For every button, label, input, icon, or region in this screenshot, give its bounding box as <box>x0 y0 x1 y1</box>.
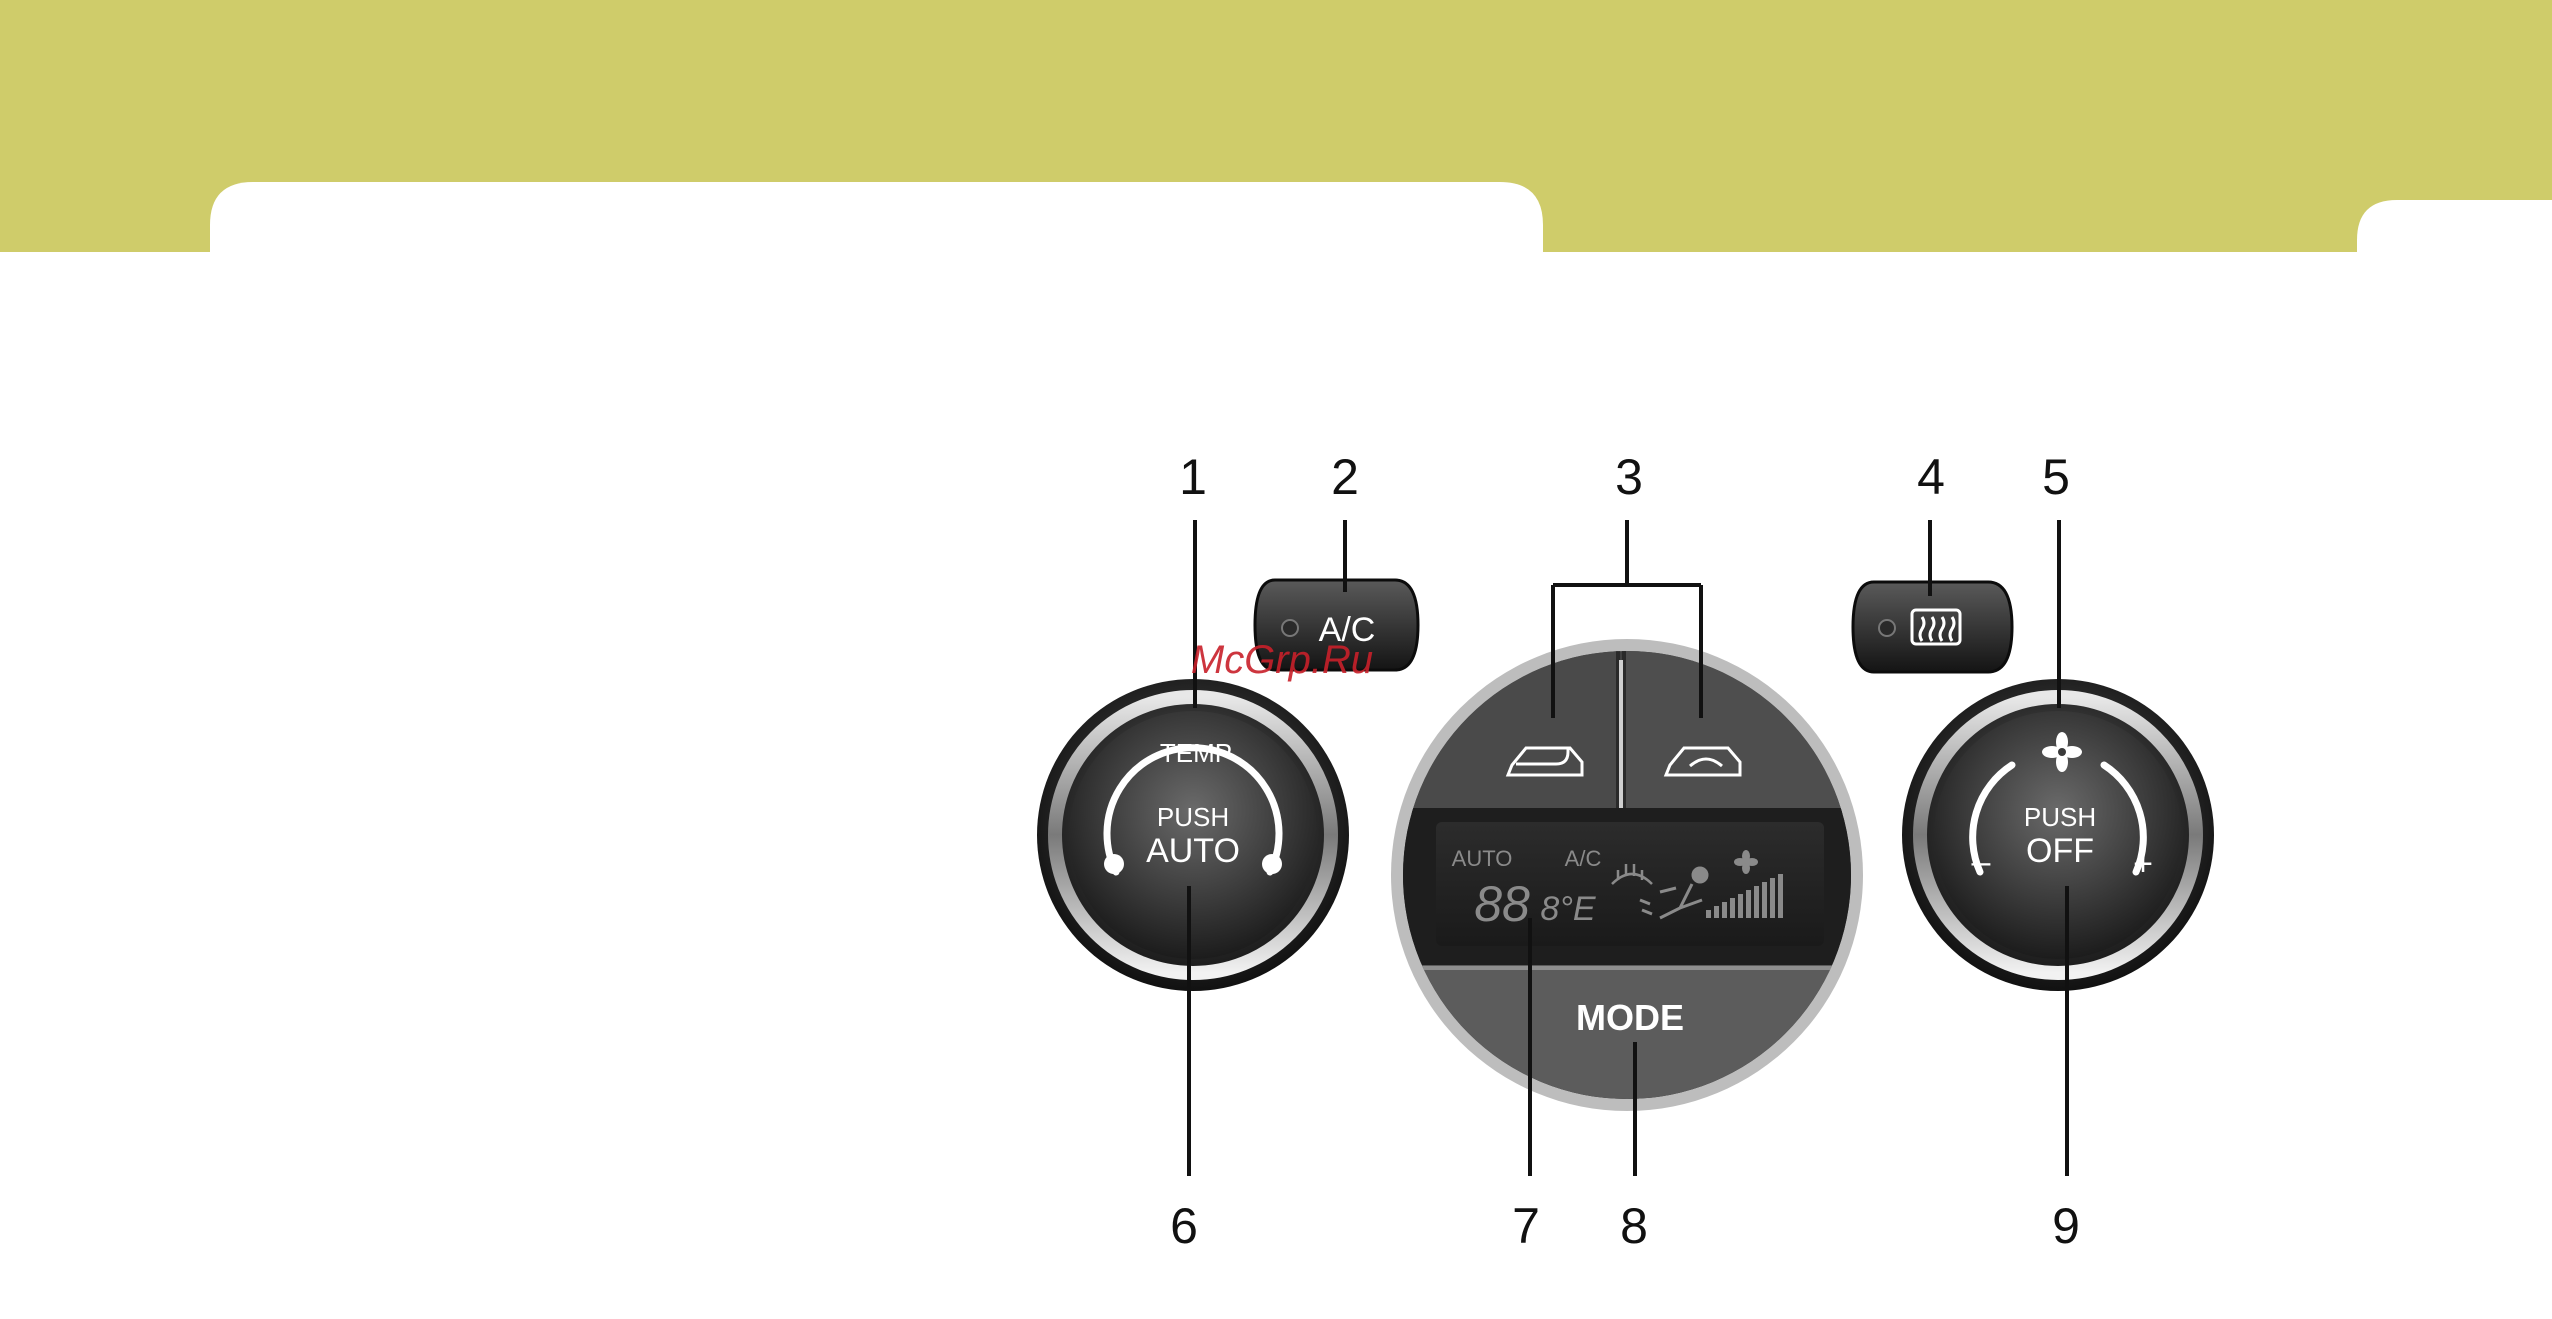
callout-3: 3 <box>1615 449 1643 505</box>
recirculation-button[interactable] <box>1624 640 1850 812</box>
defrost-indicator-led <box>1879 620 1895 636</box>
callout-4: 4 <box>1917 449 1945 505</box>
ac-indicator-led <box>1282 620 1298 636</box>
callout-2: 2 <box>1331 449 1359 505</box>
watermark: McGrp.Ru <box>1191 638 1373 682</box>
lcd-display: AUTO A/C 88 8°E <box>1436 822 1824 946</box>
temp-auto-label: AUTO <box>1146 832 1240 870</box>
temp-label: TEMP <box>1160 738 1232 768</box>
callout-9: 9 <box>2052 1198 2080 1254</box>
rear-defrost-button[interactable] <box>1853 582 2012 672</box>
fresh-air-button[interactable] <box>1400 640 1618 812</box>
callout-1: 1 <box>1179 449 1207 505</box>
callout-5: 5 <box>2042 449 2070 505</box>
lcd-auto-label: AUTO <box>1452 846 1513 871</box>
callout-6: 6 <box>1170 1198 1198 1254</box>
lcd-temp-digits: 88 <box>1474 876 1530 932</box>
temp-knob[interactable]: TEMP PUSH AUTO <box>1037 679 1349 991</box>
center-control-unit: AUTO A/C 88 8°E <box>1391 639 1863 1115</box>
fan-off-label: OFF <box>2026 832 2094 870</box>
fan-plus-label: + <box>2133 845 2153 883</box>
temp-push-label: PUSH <box>1157 802 1229 832</box>
callout-7: 7 <box>1512 1198 1540 1254</box>
fan-minus-label: – <box>1972 843 1991 881</box>
callout-8: 8 <box>1620 1198 1648 1254</box>
lcd-small-digits: 8°E <box>1540 890 1596 928</box>
temp-cold-dot <box>1104 854 1124 874</box>
fan-knob[interactable]: – + PUSH OFF <box>1902 679 2214 991</box>
fan-push-label: PUSH <box>2024 802 2096 832</box>
lcd-ac-label: A/C <box>1565 846 1602 871</box>
mode-button-label: MODE <box>1576 997 1684 1038</box>
temp-hot-dot <box>1262 854 1282 874</box>
